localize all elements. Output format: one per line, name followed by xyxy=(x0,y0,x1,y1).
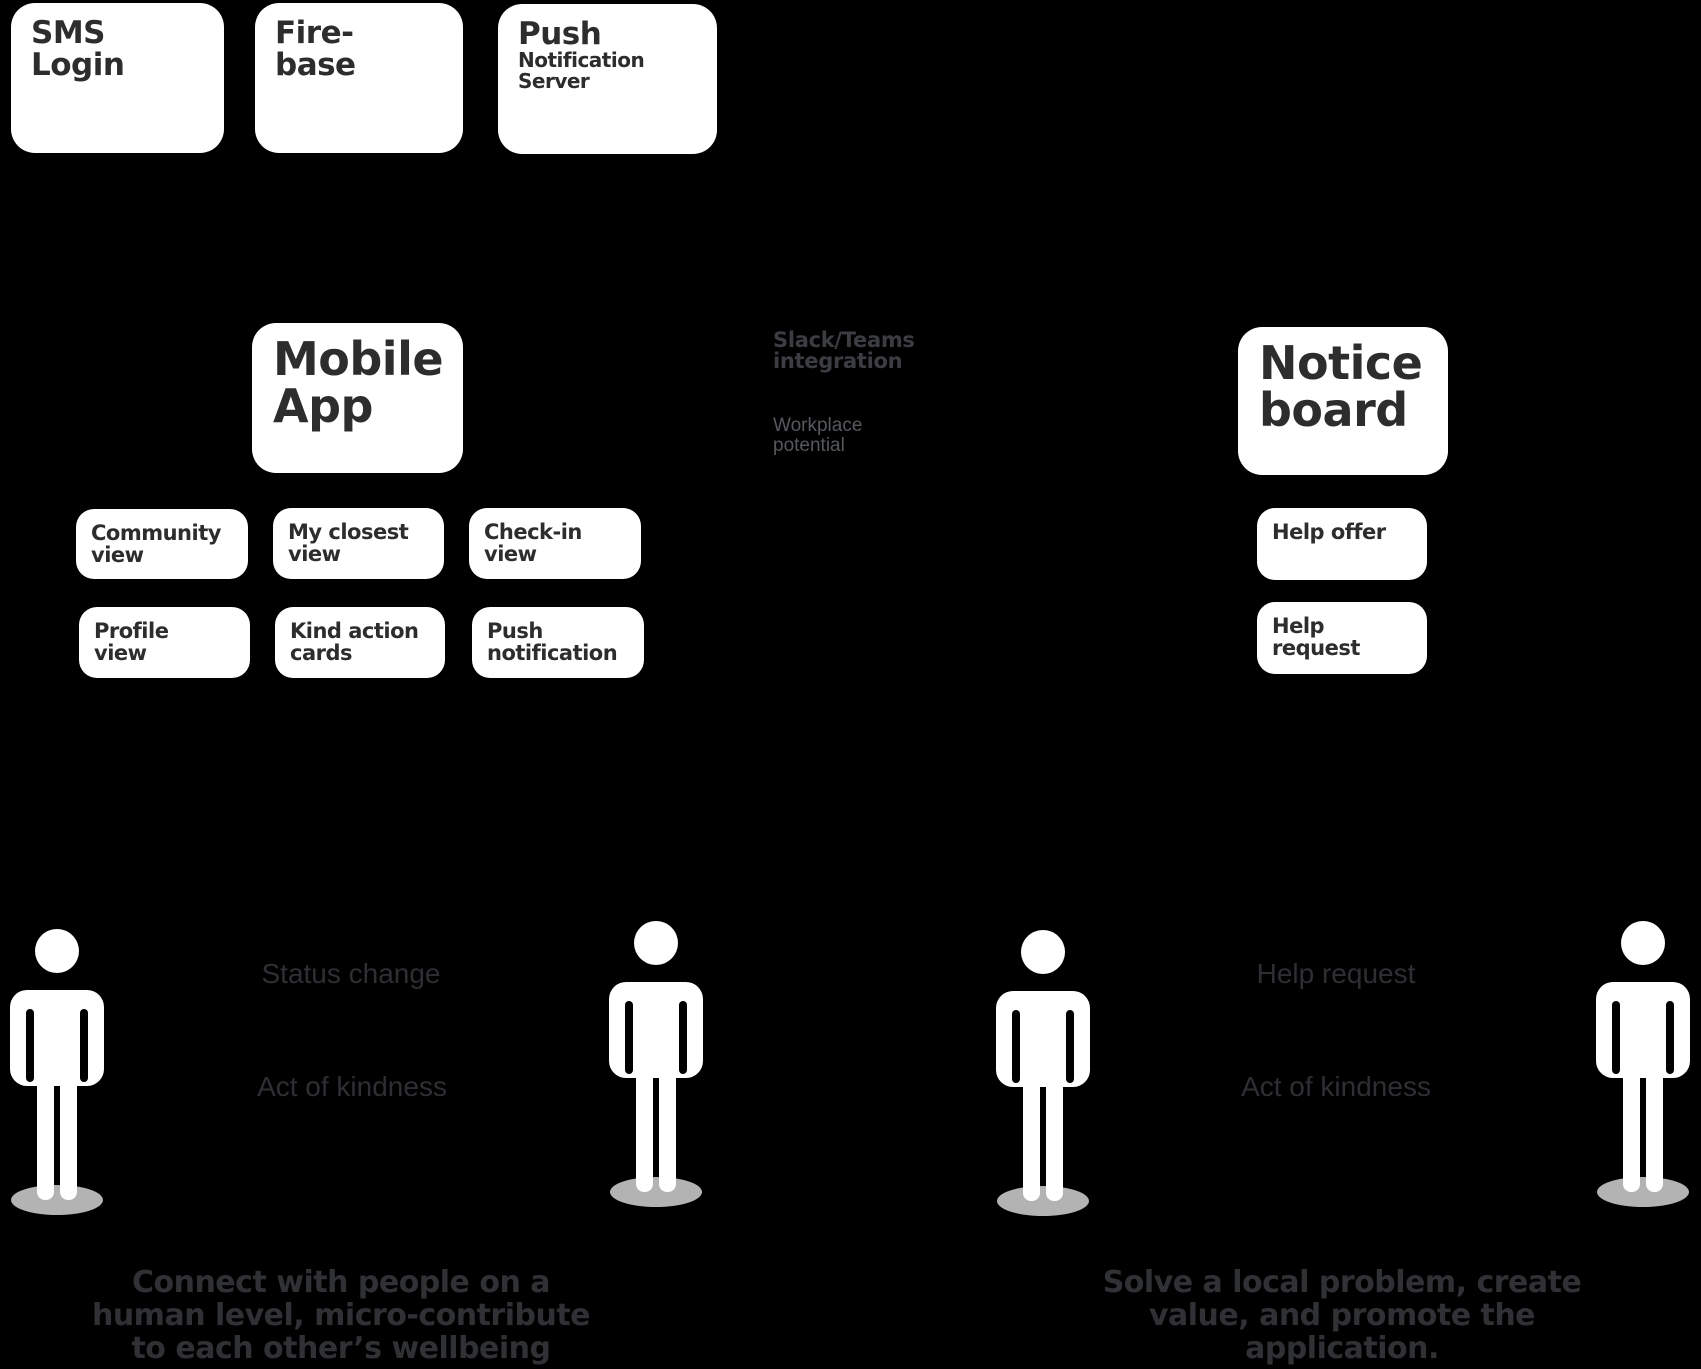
node-label-line: board xyxy=(1259,383,1408,437)
person-leg xyxy=(1046,1047,1063,1201)
node-label-line: Help xyxy=(1272,614,1325,638)
node-firebase: Fire- base xyxy=(255,3,463,153)
annotation-line: integration xyxy=(773,349,903,373)
node-label-line: Community xyxy=(91,521,221,545)
person-leg xyxy=(60,1046,77,1200)
annotation-line: potential xyxy=(773,435,845,456)
node-label-line: view xyxy=(484,542,537,566)
person-icon xyxy=(10,928,104,1216)
person-torso xyxy=(996,991,1090,1087)
annotation-line: Workplace xyxy=(773,415,863,436)
caption-line: human level, micro-contribute xyxy=(91,1298,591,1333)
connector-label-status-change: Status change xyxy=(261,958,441,989)
node-my-closest-view: My closest view xyxy=(273,508,444,579)
node-label-line: My closest xyxy=(288,520,409,544)
caption-left: Connect with people on a human level, mi… xyxy=(41,1266,641,1365)
node-label-line: base xyxy=(275,47,356,83)
caption-line: application. xyxy=(1245,1331,1439,1366)
person-leg xyxy=(659,1038,676,1192)
node-kind-action-cards: Kind action cards xyxy=(275,607,445,678)
caption-line: Connect with people on a xyxy=(131,1265,551,1300)
caption-line: Solve a local problem, create xyxy=(1102,1265,1582,1300)
caption-line: to each other’s wellbeing xyxy=(131,1331,551,1366)
node-label-line: Fire- xyxy=(275,15,354,51)
node-label-line: request xyxy=(1272,636,1360,660)
person-torso xyxy=(609,982,703,1078)
person-head xyxy=(1621,921,1665,965)
person-leg xyxy=(636,1038,653,1192)
annotation-workplace-potential: Workplace potential xyxy=(773,416,862,456)
node-label-line: view xyxy=(288,542,341,566)
connector-label-help-request: Help request xyxy=(1256,958,1416,989)
caption-right: Solve a local problem, create value, and… xyxy=(1042,1266,1642,1365)
node-label-line: Server xyxy=(518,69,590,93)
shadow-ellipse xyxy=(11,1185,103,1215)
node-label-line: Kind action xyxy=(290,619,419,643)
node-label-line: SMS xyxy=(31,15,106,51)
node-push-notification-server: Push Notification Server xyxy=(498,4,717,154)
shadow-ellipse xyxy=(997,1186,1089,1216)
node-label-line: Help offer xyxy=(1272,520,1386,544)
node-label-line: Profile xyxy=(94,619,169,643)
person-torso xyxy=(1596,982,1690,1078)
person-icon xyxy=(996,929,1090,1217)
node-label-line: Login xyxy=(31,47,125,83)
person-icon xyxy=(609,921,703,1207)
node-help-offer: Help offer xyxy=(1257,508,1427,580)
person-leg xyxy=(1623,1038,1640,1192)
node-label-line: Notification xyxy=(518,48,645,72)
node-notice-board: Notice board xyxy=(1238,327,1448,475)
caption-line: value, and promote the xyxy=(1148,1298,1536,1333)
person-head xyxy=(35,929,79,973)
node-label-line: Push xyxy=(518,16,602,52)
annotation-slack-teams-integration: Slack/Teams integration xyxy=(773,330,915,372)
person-icon xyxy=(609,920,703,1208)
node-community-view: Community view xyxy=(76,509,248,579)
node-check-in-view: Check-in view xyxy=(469,508,641,579)
node-push-notification: Push notification xyxy=(472,607,644,678)
person-icon xyxy=(996,930,1090,1216)
person-torso xyxy=(10,990,104,1086)
person-leg xyxy=(1023,1047,1040,1201)
person-leg xyxy=(1646,1038,1663,1192)
person-head xyxy=(634,921,678,965)
node-label-line: Check-in xyxy=(484,520,582,544)
person-head xyxy=(1021,930,1065,974)
node-label-line: view xyxy=(94,641,147,665)
person-icon xyxy=(1596,921,1690,1207)
node-label-line: view xyxy=(91,543,144,567)
node-help-request: Help request xyxy=(1257,602,1427,674)
connector-label-act-of-kindness-left: Act of kindness xyxy=(257,1071,447,1102)
node-label-line: cards xyxy=(290,641,353,665)
node-label-line: App xyxy=(273,379,373,433)
node-mobile-app: Mobile App xyxy=(252,323,463,473)
shadow-ellipse xyxy=(1597,1177,1689,1207)
node-label-line: Mobile xyxy=(273,332,444,386)
person-icon xyxy=(10,929,104,1215)
node-profile-view: Profile view xyxy=(79,607,250,678)
node-sms-login: SMS Login xyxy=(11,3,224,153)
person-leg xyxy=(37,1046,54,1200)
node-label-line: Notice xyxy=(1259,336,1423,390)
connector-label-act-of-kindness-right: Act of kindness xyxy=(1241,1071,1431,1102)
annotation-line: Slack/Teams xyxy=(773,328,915,352)
node-label-line: notification xyxy=(487,641,618,665)
person-icon xyxy=(1596,920,1690,1208)
node-label-line: Push xyxy=(487,619,543,643)
shadow-ellipse xyxy=(610,1177,702,1207)
